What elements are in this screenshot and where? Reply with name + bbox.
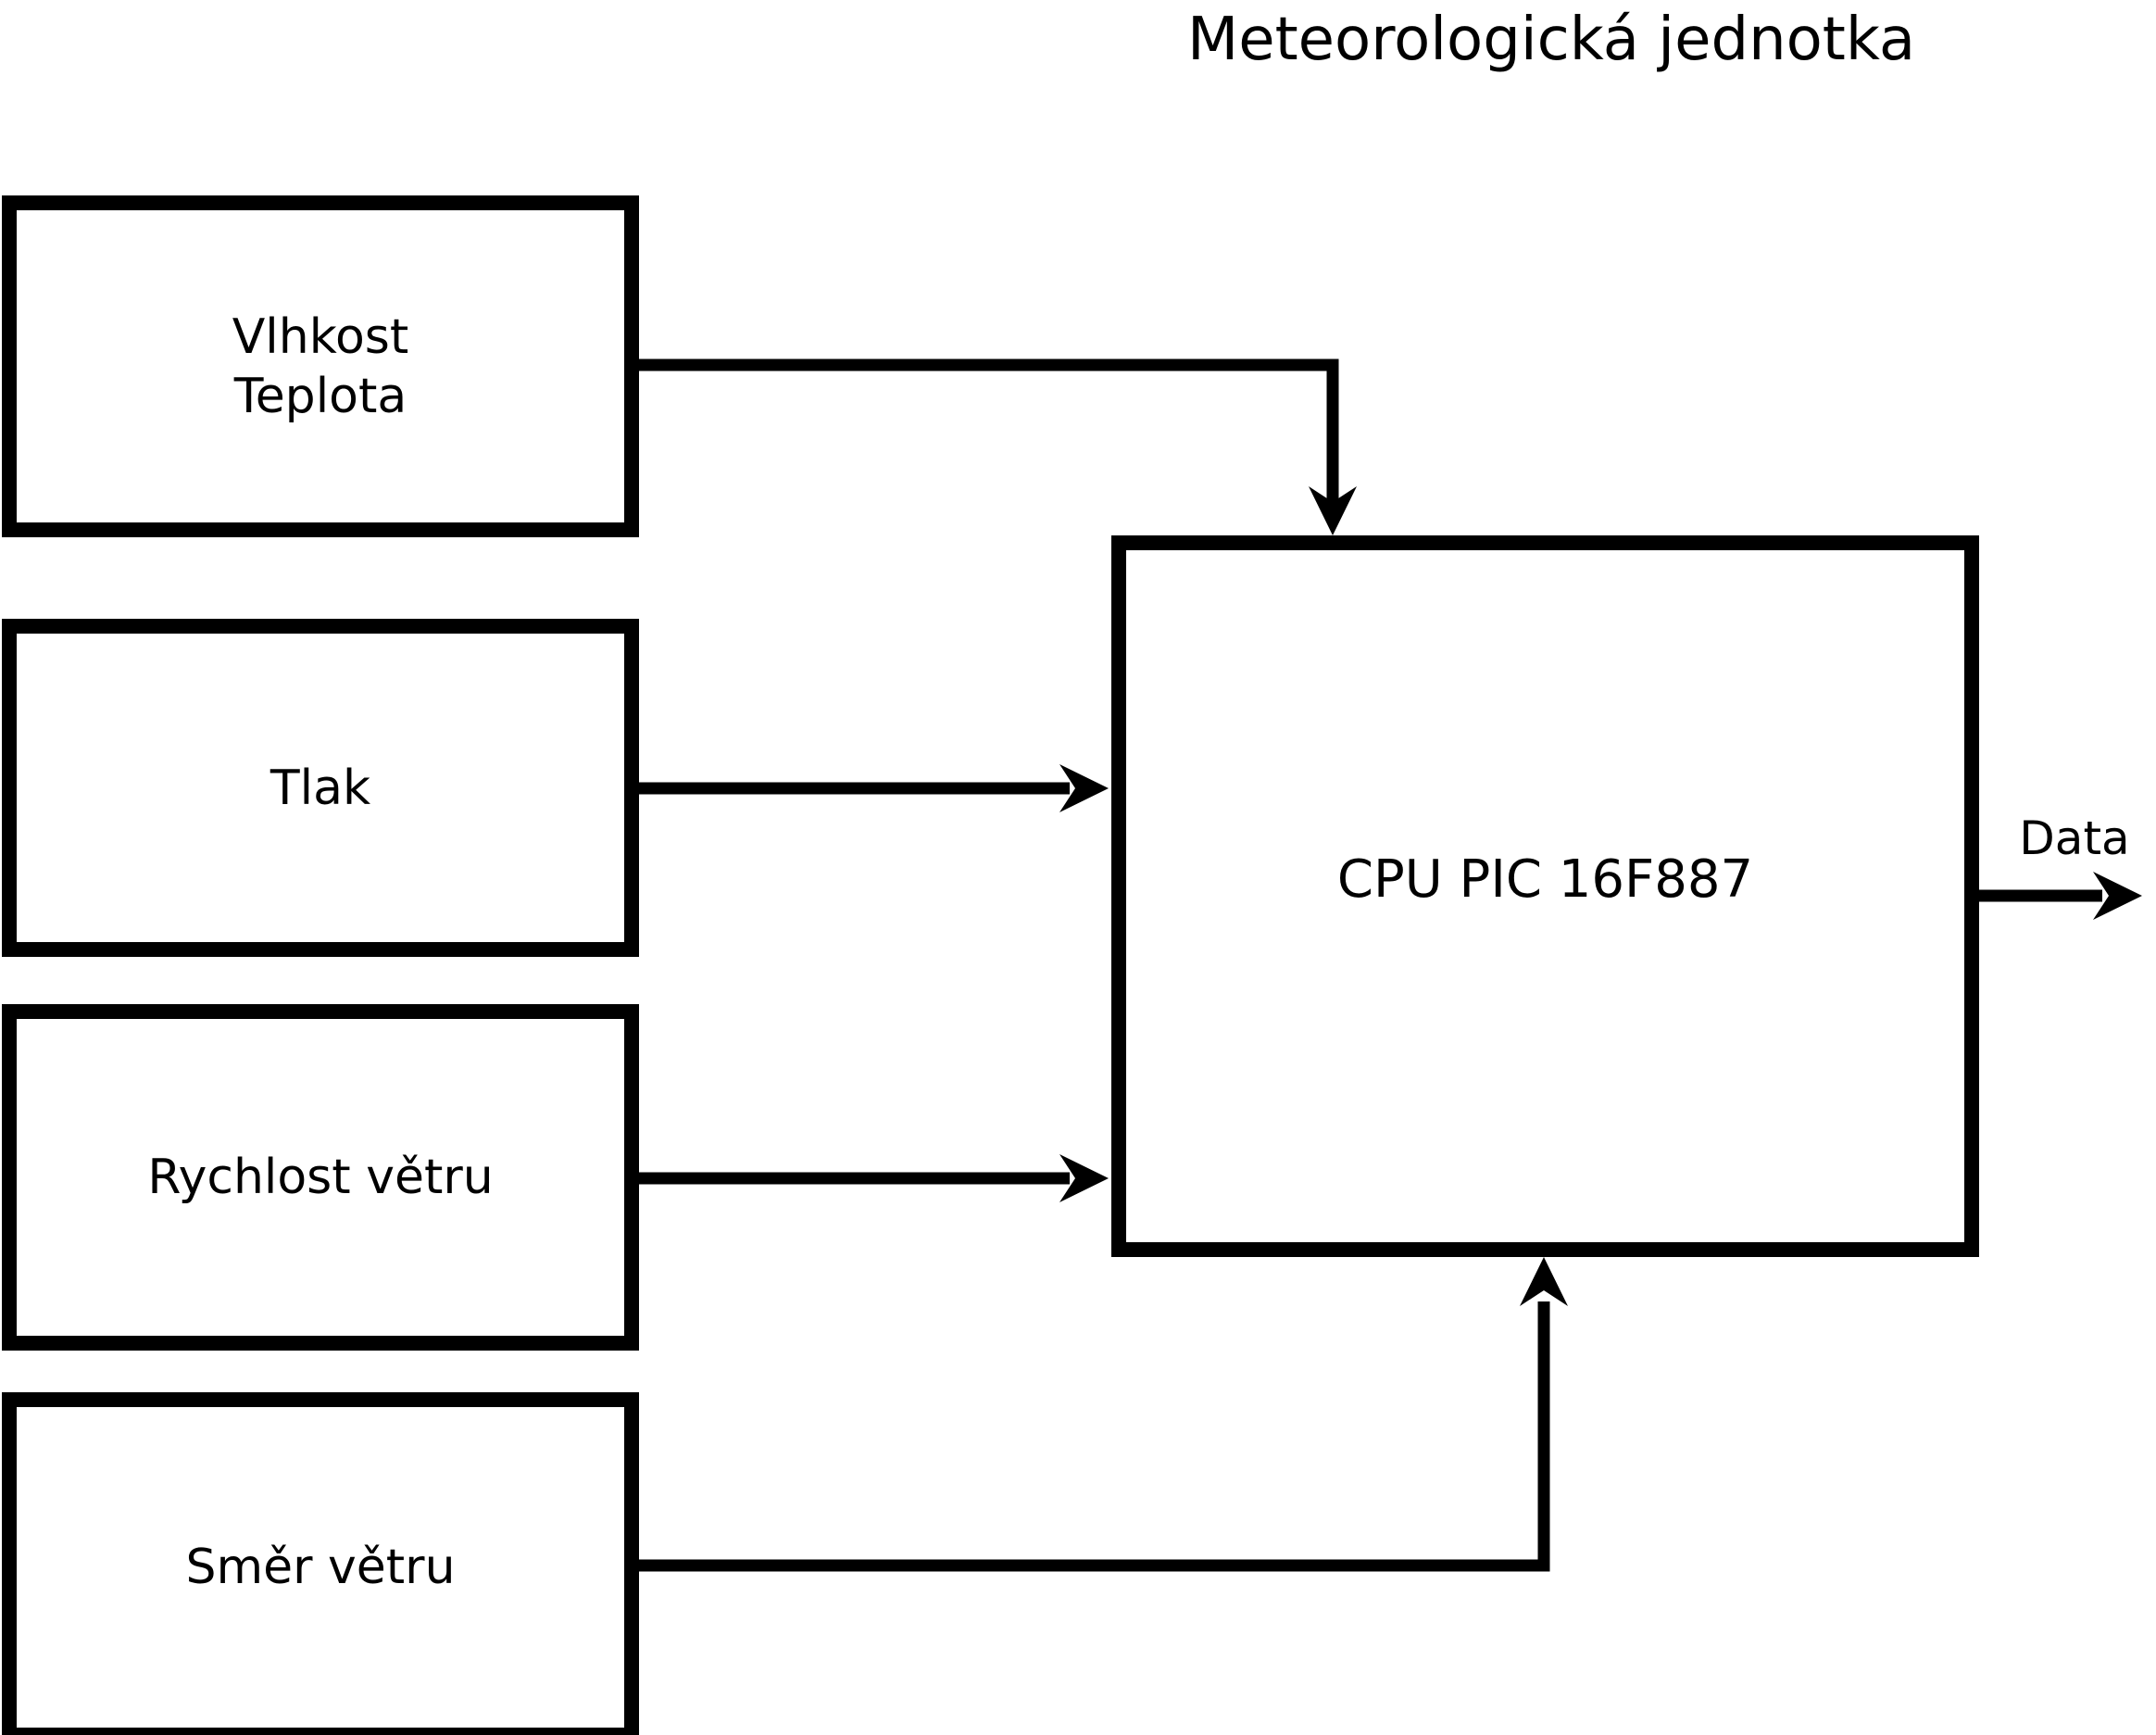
sensor-label-humidity-temperature: Vlhkost Teplota — [232, 308, 409, 426]
sensor-label-wind-direction: Směr větru — [185, 1540, 456, 1595]
connector-humidity-to-cpu — [639, 358, 1339, 505]
sensor-label-wind-speed: Rychlost větru — [147, 1150, 494, 1205]
arrowhead-up-icon — [1520, 1257, 1568, 1306]
sensor-box-humidity-temperature: Vlhkost Teplota — [2, 195, 639, 537]
output-data-label: Data — [2019, 811, 2130, 865]
arrowhead-right-icon — [1059, 764, 1109, 812]
arrowhead-down-icon — [1309, 486, 1357, 535]
cpu-box: CPU PIC 16F887 — [1111, 535, 1979, 1257]
connector-wind-direction-to-cpu — [639, 1301, 1550, 1572]
sensor-box-pressure: Tlak — [2, 619, 639, 957]
sensor-label-line-humidity: Vlhkost — [232, 308, 409, 365]
arrowhead-right-icon — [1059, 1154, 1109, 1202]
sensor-label-line-temperature: Teplota — [233, 368, 407, 424]
arrowhead-right-icon — [2093, 872, 2142, 920]
diagram-title: Meteorologická jednotka — [1186, 6, 1916, 74]
cpu-label: CPU PIC 16F887 — [1336, 849, 1754, 910]
sensor-label-pressure: Tlak — [270, 760, 371, 816]
sensor-box-wind-speed: Rychlost větru — [2, 1004, 639, 1351]
sensor-box-wind-direction: Směr větru — [2, 1392, 639, 1735]
